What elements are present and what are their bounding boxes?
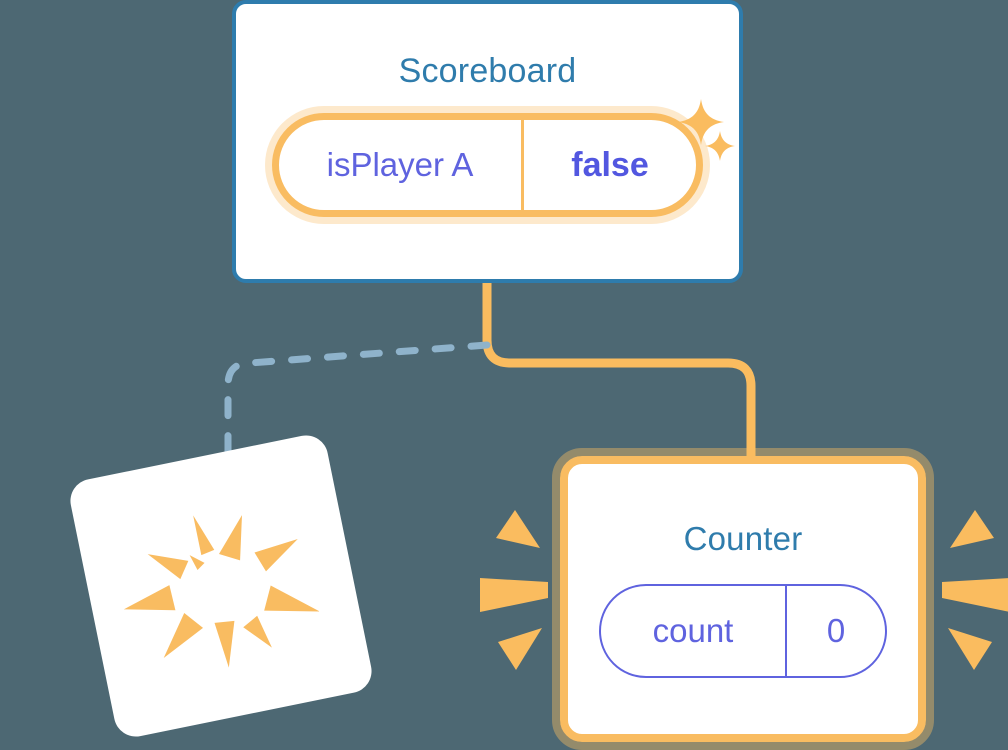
- counter-state-pill[interactable]: count 0: [599, 584, 887, 678]
- pill-divider: [785, 586, 787, 676]
- counter-state-value: 0: [826, 612, 846, 649]
- scoreboard-state-value: false: [571, 145, 649, 184]
- scoreboard-title: Scoreboard: [398, 52, 577, 90]
- scoreboard-card[interactable]: Scoreboard isPlayer A false: [232, 0, 743, 283]
- counter-pill-wrap: count 0: [568, 584, 918, 678]
- connector-scoreboard-to-blank-card: [224, 341, 491, 477]
- counter-title: Counter: [683, 520, 803, 557]
- counter-card-halo: [552, 448, 934, 750]
- scoreboard-pill-wrap: isPlayer A false: [236, 113, 739, 217]
- pill-divider: [521, 120, 524, 210]
- connector-scoreboard-to-counter: [482, 277, 756, 461]
- counter-state-key: count: [652, 612, 734, 649]
- scoreboard-state-pill[interactable]: isPlayer A false: [272, 113, 703, 217]
- scoreboard-state-key: isPlayer A: [326, 146, 474, 183]
- counter-card[interactable]: Counter count 0: [560, 456, 926, 742]
- blank-card[interactable]: [66, 431, 376, 741]
